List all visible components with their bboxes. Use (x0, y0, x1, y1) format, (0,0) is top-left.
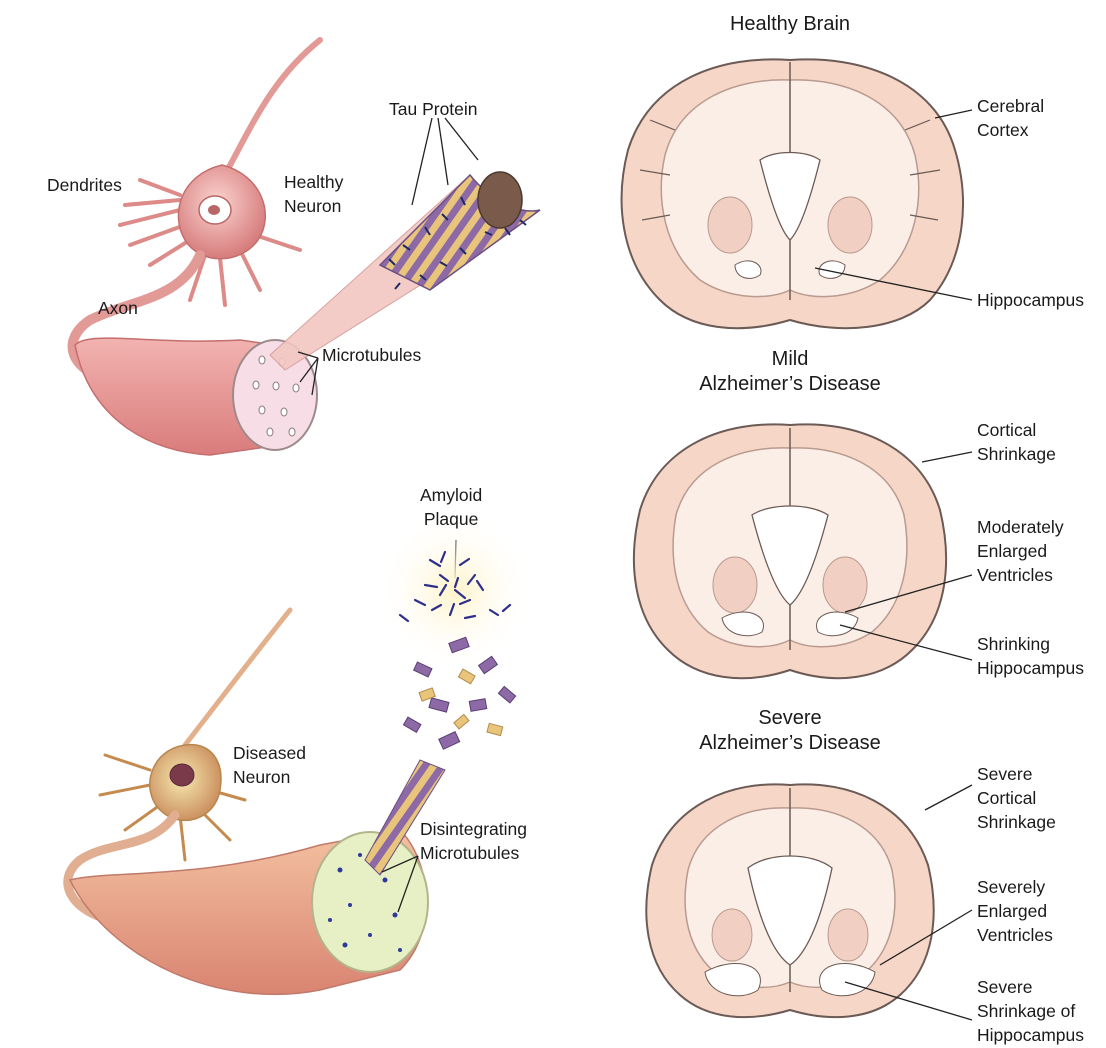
label-shrinking-line1: Shrinking (977, 632, 1084, 656)
label-cortical-shrinkage-line1: Cortical (977, 418, 1056, 442)
label-shrinking-line2: Hippocampus (977, 656, 1084, 680)
label-cerebral-cortex: Cerebral Cortex (977, 94, 1044, 142)
title-healthy-brain: Healthy Brain (680, 12, 900, 37)
label-severe-shrinkage-hippocampus: Severe Shrinkage of Hippocampus (977, 975, 1084, 1047)
label-severely-line2: Enlarged (977, 899, 1053, 923)
label-tau-protein: Tau Protein (389, 97, 478, 121)
label-severe-cortical-line2: Cortical (977, 786, 1056, 810)
label-hippocampus-line1: Hippocampus (977, 288, 1084, 312)
brain-severe-drawing (646, 784, 933, 1017)
label-amyloid-plaque-line2: Plaque (420, 507, 482, 531)
title-mild-line1: Mild (660, 347, 920, 372)
label-disintegrating-line1: Disintegrating (420, 817, 527, 841)
label-severe-hippo-line1: Severe (977, 975, 1084, 999)
label-cerebral-cortex-line2: Cortex (977, 118, 1044, 142)
label-healthy-neuron-line2: Neuron (284, 194, 343, 218)
label-severely-line1: Severely (977, 875, 1053, 899)
label-severely-line3: Ventricles (977, 923, 1053, 947)
title-severe-line1: Severe (660, 706, 920, 731)
label-dendrites: Dendrites (47, 173, 122, 197)
label-severe-cortical-line1: Severe (977, 762, 1056, 786)
label-diseased-neuron-line2: Neuron (233, 765, 306, 789)
label-healthy-neuron: Healthy Neuron (284, 170, 343, 218)
label-diseased-neuron: Diseased Neuron (233, 741, 306, 789)
label-disintegrating-line2: Microtubules (420, 841, 527, 865)
label-axon: Axon (98, 296, 138, 320)
label-diseased-neuron-line1: Diseased (233, 741, 306, 765)
amyloid-plaque-drawing (375, 510, 535, 749)
label-severely-enlarged-ventricles: Severely Enlarged Ventricles (977, 875, 1053, 947)
label-moderately-enlarged-ventricles: Moderately Enlarged Ventricles (977, 515, 1064, 587)
label-moderately-line2: Enlarged (977, 539, 1064, 563)
label-moderately-line1: Moderately (977, 515, 1064, 539)
label-severe-hippo-line2: Shrinkage of (977, 999, 1084, 1023)
title-severe-alzheimers: Severe Alzheimer’s Disease (660, 706, 920, 756)
title-mild-alzheimers: Mild Alzheimer’s Disease (660, 347, 920, 397)
label-severe-hippo-line3: Hippocampus (977, 1023, 1084, 1047)
label-shrinking-hippocampus: Shrinking Hippocampus (977, 632, 1084, 680)
label-severe-cortical-line3: Shrinkage (977, 810, 1056, 834)
title-mild-line2: Alzheimer’s Disease (660, 372, 920, 397)
label-moderately-line3: Ventricles (977, 563, 1064, 587)
title-healthy-brain-line1: Healthy Brain (680, 12, 900, 37)
label-healthy-neuron-line1: Healthy (284, 170, 343, 194)
title-severe-line2: Alzheimer’s Disease (660, 731, 920, 756)
label-amyloid-plaque: Amyloid Plaque (420, 483, 482, 531)
label-hippocampus: Hippocampus (977, 288, 1084, 312)
label-cortical-shrinkage: Cortical Shrinkage (977, 418, 1056, 466)
label-cerebral-cortex-line1: Cerebral (977, 94, 1044, 118)
label-amyloid-plaque-line1: Amyloid (420, 483, 482, 507)
label-disintegrating-microtubules: Disintegrating Microtubules (420, 817, 527, 865)
label-cortical-shrinkage-line2: Shrinkage (977, 442, 1056, 466)
label-severe-cortical-shrinkage: Severe Cortical Shrinkage (977, 762, 1056, 834)
label-microtubules: Microtubules (322, 343, 421, 367)
